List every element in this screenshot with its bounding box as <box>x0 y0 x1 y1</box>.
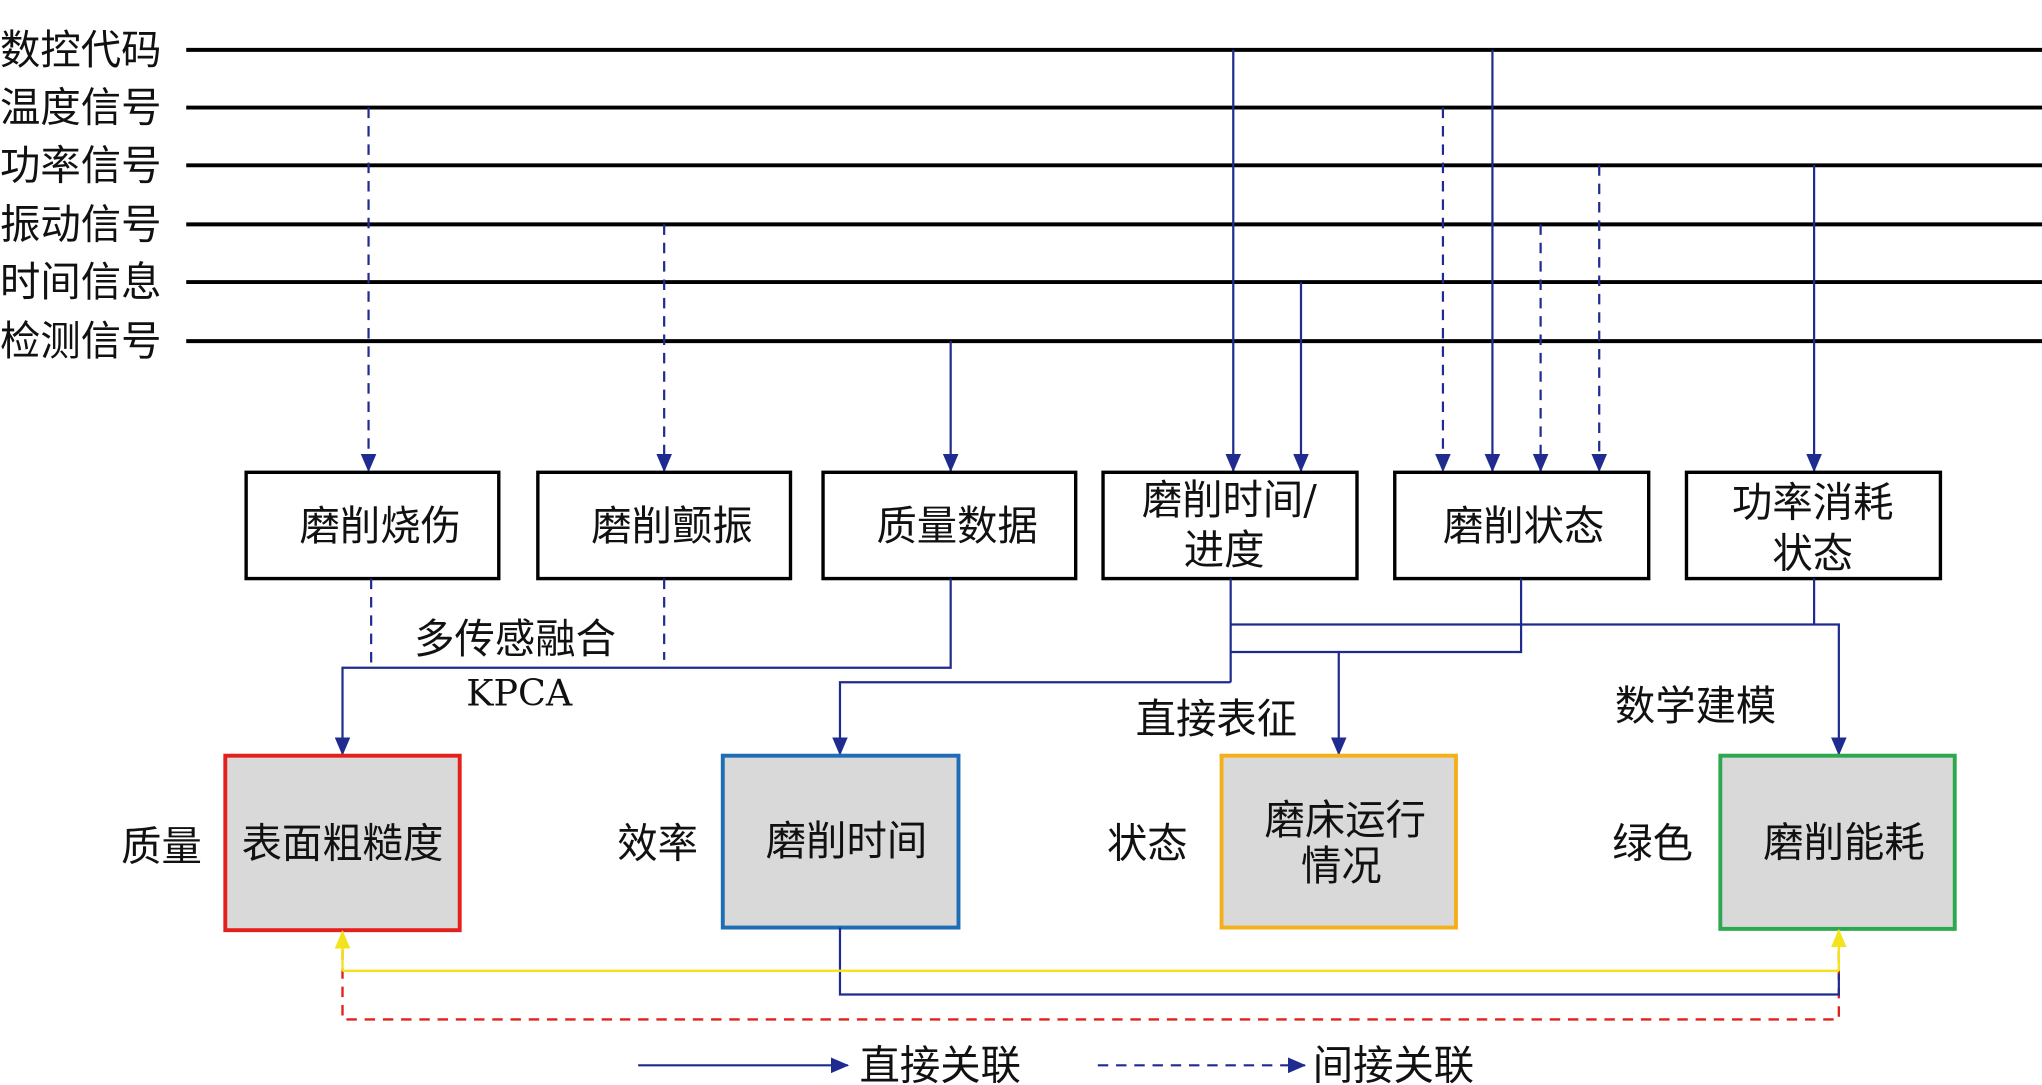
outcome-label: 磨削能耗 <box>1763 818 1924 866</box>
outcome-label-line-2: 情况 <box>1301 842 1382 890</box>
node-label: 质量数据 <box>876 502 1037 550</box>
signal-label-temperature: 温度信号 <box>0 83 161 131</box>
connector-time-progress-to-energy <box>1230 623 1847 756</box>
node-box <box>1101 470 1359 581</box>
annotation-direct-characterization: 直接表征 <box>1136 695 1297 743</box>
feedback-blue-time-to-energy <box>838 927 1840 996</box>
annotation-multi-sensor-fusion: 多传感融合 <box>414 615 616 663</box>
outcome-surface-roughness: 质量 表面粗糙度 <box>121 753 462 933</box>
outcome-box <box>720 753 961 930</box>
signal-label-power: 功率信号 <box>0 141 161 189</box>
node-grinding-state: 磨削状态 <box>1393 470 1651 581</box>
outcome-category-label: 状态 <box>1107 820 1188 868</box>
outcome-label: 磨削时间 <box>766 817 927 865</box>
node-box <box>1684 470 1943 581</box>
annotations: 多传感融合 KPCA 直接表征 数学建模 <box>414 615 1776 743</box>
node-label-line-1: 功率消耗 <box>1732 478 1893 526</box>
node-grinding-chatter: 磨削颤振 <box>536 470 793 581</box>
outcome-box <box>1718 753 1957 931</box>
node-label-line-1: 磨削时间/ <box>1142 476 1317 524</box>
connector-state-branch <box>1230 578 1523 654</box>
signal-label-time: 时间信息 <box>0 258 161 306</box>
signal-bus: 数控代码 温度信号 功率信号 振动信号 时间信息 检测信号 <box>0 26 2042 365</box>
node-grinding-time-progress: 磨削时间/ 进度 <box>1101 470 1359 581</box>
outcome-grinding-time: 效率 磨削时间 <box>617 753 961 930</box>
process-nodes: 磨削烧伤 磨削颤振 质量数据 磨削时间/ 进度 磨削状态 功率消耗 状态 <box>244 470 1943 581</box>
outcome-label: 表面粗糙度 <box>242 820 444 868</box>
node-box <box>536 470 793 581</box>
node-label-line-2: 进度 <box>1184 526 1265 574</box>
outcome-label-line-1: 磨床运行 <box>1265 796 1426 844</box>
node-box <box>1393 470 1651 581</box>
outcome-machine-operation: 状态 磨床运行 情况 <box>1107 753 1458 930</box>
legend-indirect-label: 间接关联 <box>1313 1041 1474 1085</box>
legend: 直接关联 间接关联 <box>638 1041 1474 1085</box>
feedback-links <box>334 927 1847 1021</box>
node-box <box>244 470 501 581</box>
signal-connectors <box>360 49 1822 473</box>
node-grinding-burn: 磨削烧伤 <box>244 470 501 581</box>
outcome-category-label: 质量 <box>121 822 202 870</box>
node-power-consumption-state: 功率消耗 状态 <box>1684 470 1943 581</box>
annotation-kpca: KPCA <box>466 671 573 714</box>
signal-label-inspection: 检测信号 <box>0 317 161 365</box>
annotation-math-modeling: 数学建模 <box>1615 682 1776 730</box>
feedback-red-dashed <box>341 949 1841 1021</box>
node-label-line-2: 状态 <box>1772 530 1853 578</box>
outcome-nodes: 质量 表面粗糙度 效率 磨削时间 状态 磨床运行 情况 绿色 磨削能耗 <box>121 753 1957 933</box>
outcome-grinding-energy: 绿色 磨削能耗 <box>1612 753 1957 931</box>
signal-label-nc-code: 数控代码 <box>0 26 161 74</box>
connector-time-progress-to-grinding-time <box>832 681 1231 756</box>
connector-quality-data-to-roughness <box>334 578 952 756</box>
outcome-category-label: 绿色 <box>1612 820 1693 868</box>
legend-direct-label: 直接关联 <box>860 1041 1021 1085</box>
node-quality-data: 质量数据 <box>821 470 1078 581</box>
process-connectors <box>334 578 1847 756</box>
outcome-category-label: 效率 <box>617 820 698 868</box>
node-box <box>821 470 1078 581</box>
node-label: 磨削状态 <box>1443 502 1604 550</box>
node-label: 磨削颤振 <box>591 502 752 550</box>
outcome-box <box>1219 753 1458 930</box>
node-label: 磨削烧伤 <box>300 502 461 550</box>
signal-label-vibration: 振动信号 <box>0 200 161 248</box>
